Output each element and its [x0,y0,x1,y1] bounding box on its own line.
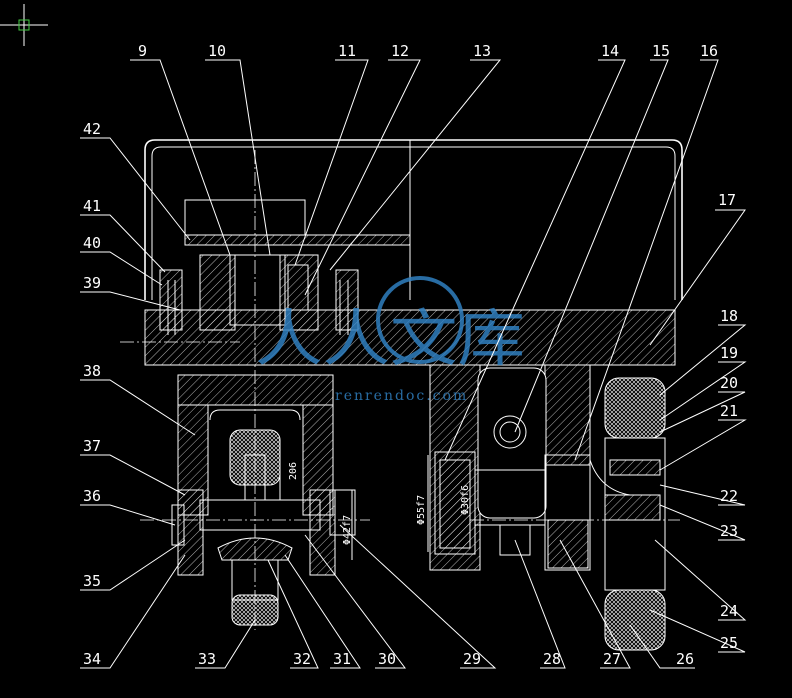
callout-34: 34 [83,650,101,668]
callout-24: 24 [720,602,738,620]
callout-36: 36 [83,487,101,505]
callout-26: 26 [676,650,694,668]
callout-33: 33 [198,650,216,668]
callout-39: 39 [83,274,101,292]
callout-21: 21 [720,402,738,420]
left-assembly [171,374,356,626]
callout-23: 23 [720,522,738,540]
callout-35: 35 [83,572,101,590]
svg-text:人人文库: 人人文库 [255,302,525,375]
leader-lines [80,59,747,669]
dimension-d3: Φ55f7 [416,455,429,552]
dimension-d4: Φ30f6 [460,478,471,520]
svg-text:Φ42f7: Φ42f7 [342,515,353,545]
callout-17: 17 [718,191,736,209]
upper-gearbox [159,199,411,335]
callout-22: 22 [720,487,738,505]
callout-27: 27 [603,650,621,668]
dimension-d2: Φ42f7 [342,490,353,560]
callout-16: 16 [700,42,718,60]
svg-text:renrendoc.com: renrendoc.com [335,388,468,404]
svg-text:Φ55f7: Φ55f7 [416,495,427,525]
watermark-logo: 人人文库 renrendoc.com [255,276,525,404]
callout-37: 37 [83,437,101,455]
callout-31: 31 [333,650,351,668]
callout-20: 20 [720,374,738,392]
right-assembly [434,377,666,651]
callout-40: 40 [83,234,101,252]
callout-32: 32 [293,650,311,668]
callout-30: 30 [378,650,396,668]
callout-18: 18 [720,307,738,325]
svg-text:206: 206 [288,462,299,480]
callout-9: 9 [138,42,147,60]
callout-11: 11 [338,42,356,60]
dimension-d1: 206 [279,462,299,500]
callout-12: 12 [391,42,409,60]
center-lines [120,150,680,630]
callout-labels: 9 10 11 12 13 14 15 16 17 18 19 20 21 22… [83,42,738,668]
callout-42: 42 [83,120,101,138]
callout-15: 15 [652,42,670,60]
callout-10: 10 [208,42,226,60]
callout-25: 25 [720,634,738,652]
callout-13: 13 [473,42,491,60]
svg-text:Φ30f6: Φ30f6 [460,485,471,515]
callout-19: 19 [720,344,738,362]
callout-14: 14 [601,42,619,60]
callout-28: 28 [543,650,561,668]
callout-41: 41 [83,197,101,215]
callout-38: 38 [83,362,101,380]
callout-29: 29 [463,650,481,668]
ucs-cursor-icon [0,4,48,46]
